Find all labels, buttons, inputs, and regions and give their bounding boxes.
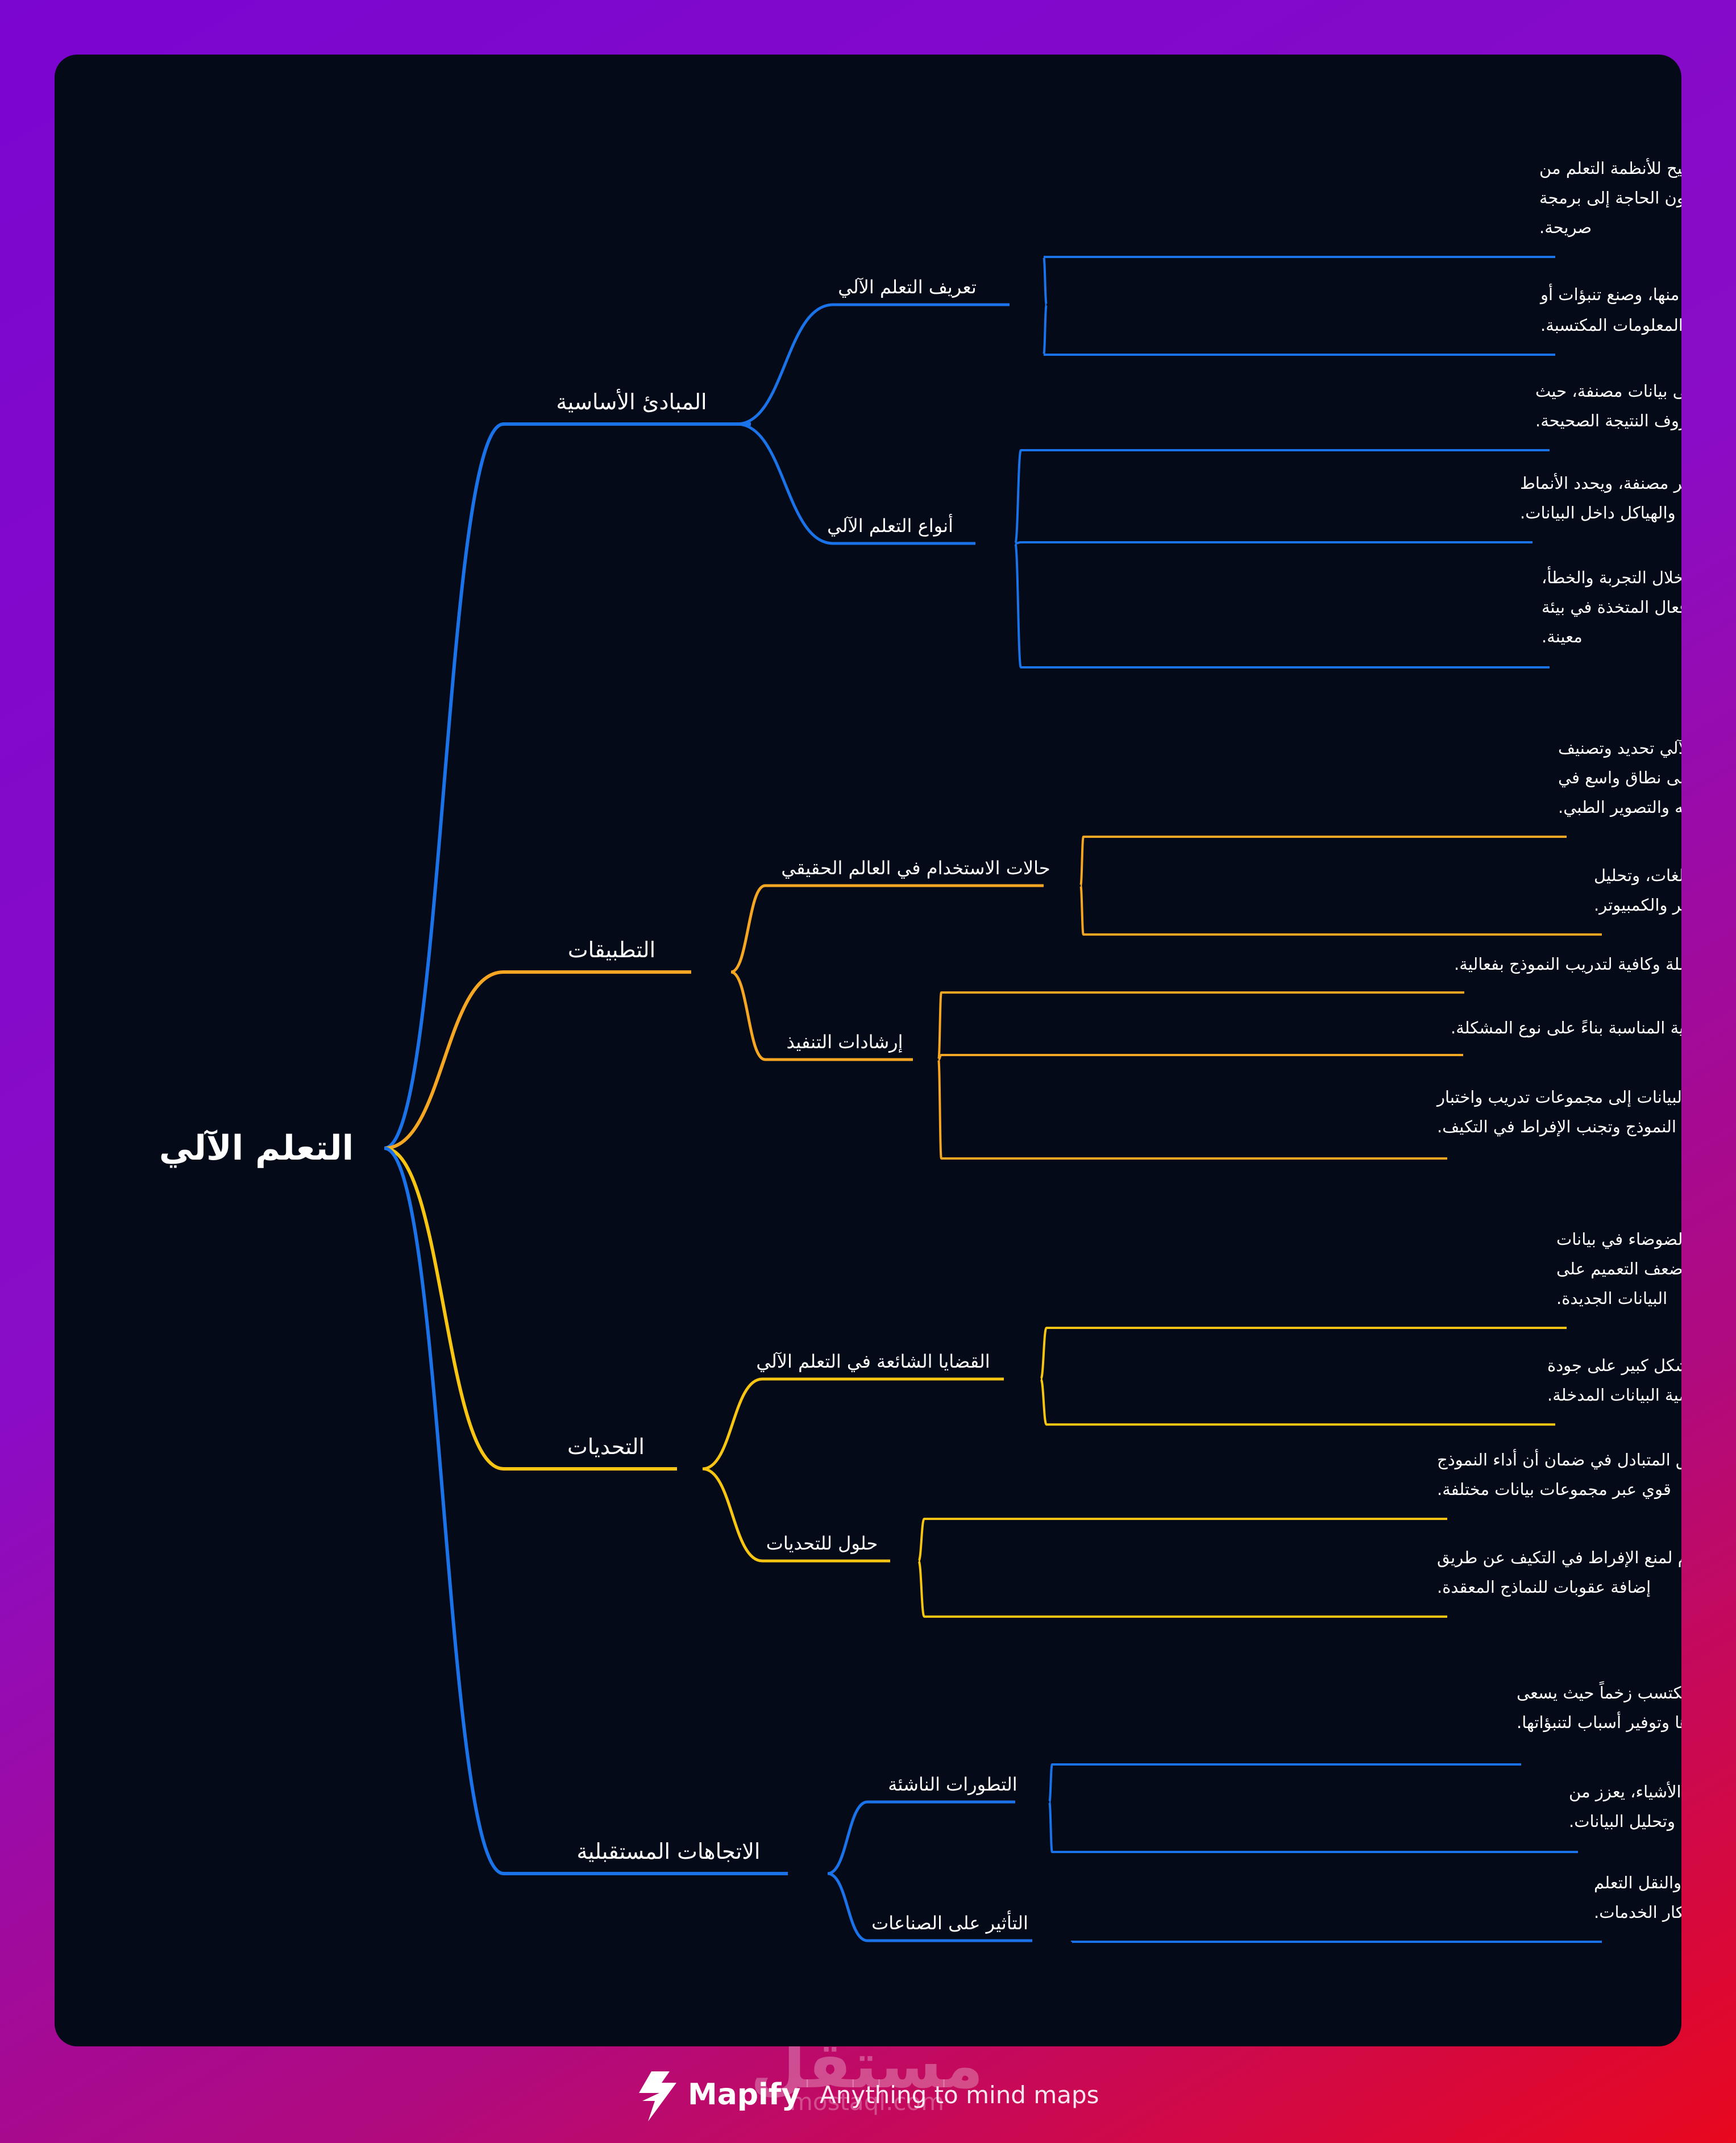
leaf-connector	[1048, 1763, 1053, 1803]
leaf-connector	[1040, 1378, 1048, 1426]
leaf-connector	[1043, 256, 1048, 306]
leaf-text-line[interactable]: يمكن استخدام أساليب الانتظام لمنع الإفرا…	[1437, 1546, 1681, 1568]
leaf-text-line[interactable]: البيانات الجديدة.	[1556, 1289, 1667, 1308]
leaf-text-line[interactable]: معروف النتيجة الصحيحة.	[1535, 411, 1681, 430]
subtopic[interactable]: حلول للتحديات	[766, 1533, 878, 1554]
leaf-text-line[interactable]: الذكاء الاصطناعي القابل للتفسير يكتسب زخ…	[1517, 1681, 1681, 1703]
leaf-text-line[interactable]: معينة.	[1542, 627, 1583, 646]
subtopic-connector	[730, 970, 766, 1061]
branch-topic[interactable]: الاتجاهات المستقبلية	[577, 1839, 761, 1864]
brand-tagline: Anything to mind maps	[820, 2081, 1099, 2109]
leaf-text-line[interactable]: اختيار النموذج: اختيار الخوارزمية المناس…	[1451, 1018, 1681, 1038]
subtopic-connector	[702, 1467, 763, 1563]
leaf-text-line[interactable]: والهياكل داخل البيانات.	[1520, 503, 1676, 522]
mind-map: التعلم الآلي المبادئ الأساسية تعريف التعلم…	[159, 157, 1681, 1943]
leaf-text-line[interactable]: المشاعر، والدردشة الآلية، مما يحسن التفا…	[1594, 895, 1681, 915]
leaf-connector	[1014, 449, 1022, 545]
branch-connector	[384, 422, 504, 1150]
subtopic[interactable]: حالات الاستخدام في العالم الحقيقي	[781, 857, 1050, 879]
leaf-text-line[interactable]: يمكن أن تساعد تقنيات التحقق المتبادل في …	[1437, 1448, 1681, 1470]
leaf-text-line[interactable]: البيانات وتحسين أدائها بمرور الوقت دون ا…	[1539, 186, 1681, 208]
subtopic[interactable]: التطورات الناشئة	[888, 1774, 1017, 1795]
subtopic[interactable]: تعريف التعلم الآلي	[838, 276, 977, 298]
watermark-url: mostaql.com	[790, 2088, 944, 2116]
leaf-text-line[interactable]: التعلم تحت الإشراف يشمل تدريب نموذج على …	[1535, 381, 1681, 401]
leaf-text-line[interactable]: التعلم غير المراقب يتعامل مع بيانات غير …	[1520, 472, 1681, 493]
leaf-text-line[interactable]: التعلم المعزز يركز على التعلم من خلال ال…	[1542, 566, 1681, 588]
leaf-text-line[interactable]: قوي عبر مجموعات بيانات مختلفة.	[1437, 1480, 1671, 1499]
brand-name[interactable]: Mapify	[688, 2078, 800, 2112]
branch-topic[interactable]: المبادئ الأساسية	[556, 388, 707, 414]
leaf-text-line[interactable]: التدريب والاختبار: تقسيم البيانات إلى مج…	[1436, 1087, 1681, 1107]
subtopic[interactable]: التأثير على الصناعات	[871, 1911, 1028, 1934]
branch-connector	[384, 970, 504, 1150]
leaf-text-line[interactable]: الإفراط في التكيف يحدث عندما يتعلم النمو…	[1556, 1230, 1681, 1249]
leaf-text-line[interactable]: يستخدم خوارزميات لتحليل البيانات، والتعل…	[1539, 283, 1681, 305]
leaf-text-line[interactable]: جودة البيانات: يعتمد أداء نماذج التعلم ا…	[1547, 1354, 1681, 1376]
subtopic-connector	[736, 303, 834, 426]
subtopic-connector	[827, 1800, 868, 1875]
branch-connector	[384, 1147, 504, 1471]
branch-connector	[384, 1147, 504, 1875]
subtopic[interactable]: أنواع التعلم الآلي	[827, 514, 953, 537]
leaf-text-line[interactable]: للتحقق من أداء النموذج وتجنب الإفراط في …	[1437, 1115, 1681, 1137]
subtopic-connector	[730, 884, 766, 974]
branch-topic[interactable]: التحديات	[567, 1434, 645, 1459]
subtopic-connector	[827, 1872, 868, 1942]
leaf-text-line[interactable]: التعلم الآلي هو فرع من الذكاء الاصطناعي …	[1539, 157, 1681, 178]
root-topic[interactable]: التعلم الآلي	[159, 1128, 354, 1168]
leaf-connector	[1043, 304, 1048, 356]
leaf-connector	[917, 1518, 925, 1562]
footer: مستقل mostaql.com Mapify Anything to min…	[639, 2046, 1099, 2121]
leaf-connector	[1048, 1801, 1053, 1853]
leaf-text-line[interactable]: التعرف على الصور: يمكن لنماذج التعلم الآ…	[1558, 738, 1681, 758]
leaf-text-line[interactable]: إضافة عقوبات للنماذج المعقدة.	[1437, 1577, 1651, 1597]
leaf-text-line[interactable]: قرارات بناءً على المعلومات المكتسبة.	[1540, 315, 1681, 335]
leaf-text-line[interactable]: الباحثون لإنشاء نماذج يمكن تفسيرها وتوفي…	[1517, 1711, 1681, 1733]
subtopic-connector	[736, 422, 834, 545]
mind-map-card: التعلم الآلي المبادئ الأساسية تعريف التعلم…	[55, 55, 1681, 2046]
leaf-text-line[interactable]: معالجة اللغة الطبيعية: يساعد التعلم الآل…	[1594, 866, 1681, 886]
leaf-connector	[937, 1058, 942, 1160]
leaf-connector	[1079, 836, 1085, 887]
leaf-text-line[interactable]: قدرات الأتمتة وتحليل البيانات.	[1569, 1810, 1681, 1831]
leaf-text-line[interactable]: تطبيقات مثل التعرف على الوجه والتصوير ال…	[1558, 798, 1681, 817]
leaf-text-line[interactable]: وكمية البيانات المدخلة.	[1547, 1385, 1681, 1405]
subtopic[interactable]: القضايا الشائعة في التعلم الآلي	[756, 1351, 990, 1372]
leaf-connector	[1040, 1327, 1048, 1380]
branch-topic[interactable]: التطبيقات	[568, 937, 655, 962]
leaf-text-line[interactable]: والحصول على مكافآت أو عقوبات بناءً على ا…	[1542, 596, 1681, 617]
leaf-text-line[interactable]: التدريب بدلاً من النمط الفعلي، مما يؤدي …	[1556, 1259, 1681, 1279]
leaf-text-line[interactable]: الكائنات داخل الصور، وهو أمر مستخدم على …	[1558, 766, 1681, 788]
leaf-connector	[917, 1560, 925, 1618]
subtopic-connector	[702, 1377, 763, 1471]
leaf-text-line[interactable]: صريحة.	[1539, 218, 1592, 237]
leaf-text-line[interactable]: تستخدم قطاعات مختلفة مثل الرعاية الصحية …	[1594, 1873, 1681, 1893]
leaf-connector	[1014, 542, 1022, 668]
leaf-connector	[1079, 884, 1085, 936]
leaf-text-line[interactable]: الآلي لتحسين العمليات، وتعزيز تجربة العم…	[1594, 1903, 1681, 1922]
leaf-text-line[interactable]: تكامل التعلم الآلي مع تقنيات أخرى، مثل إ…	[1569, 1780, 1681, 1802]
watermark-logo: مستقل	[750, 2046, 983, 2103]
subtopic[interactable]: إرشادات التنفيذ	[787, 1031, 903, 1053]
lightning-bolt-icon	[639, 2071, 676, 2121]
leaf-text-line[interactable]: جمع البيانات: جمع بيانات ذات صلة وكافية …	[1454, 954, 1681, 974]
leaf-connector	[937, 991, 942, 1061]
